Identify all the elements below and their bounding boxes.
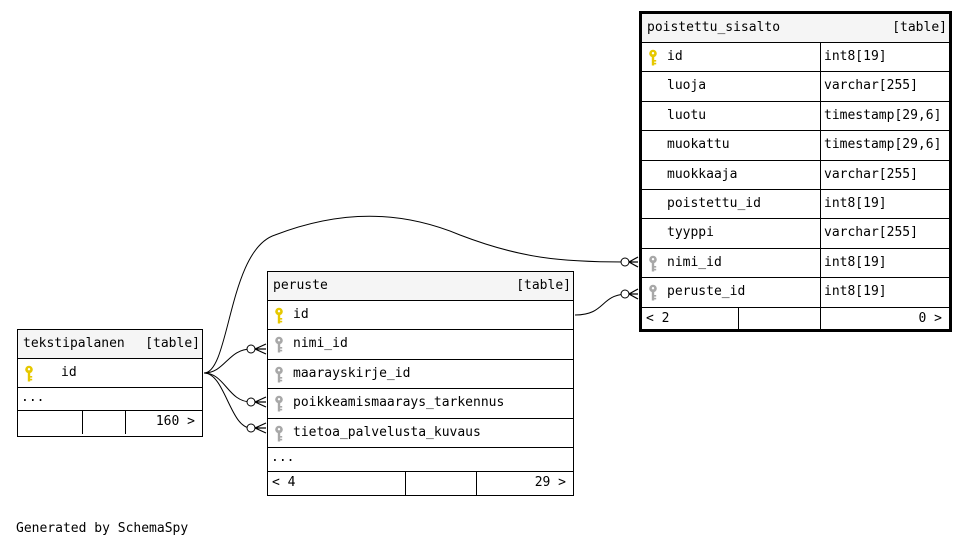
edge-tekstipalanen-peruste-tietoa	[203, 372, 252, 429]
column-name[interactable]: id	[61, 365, 77, 380]
column-row-poikkeamismaarays-tarkennus[interactable]: poikkeamismaarays_tarkennus	[268, 389, 573, 419]
edge-end-circle	[246, 397, 256, 407]
column-row-tietoa-palvelusta-kuvaus[interactable]: tietoa_palvelusta_kuvaus	[268, 419, 573, 448]
column-type: timestamp[29,6]	[824, 137, 942, 153]
primary-key-icon	[648, 49, 658, 66]
more-columns: ...	[18, 388, 202, 411]
column-name[interactable]: poistettu_id	[667, 195, 761, 211]
crowfoot-marker	[628, 288, 639, 300]
column-row-tyyppi[interactable]: tyyppi varchar[255]	[642, 219, 949, 249]
table-footer: 160 >	[18, 411, 202, 434]
column-row-id[interactable]: id	[268, 301, 573, 331]
column-name[interactable]: nimi_id	[667, 254, 722, 270]
column-name[interactable]: muokkaaja	[667, 166, 738, 182]
table-kind: [table]	[516, 278, 571, 293]
table-header: tekstipalanen [table]	[18, 330, 202, 359]
parent-count[interactable]: < 4	[272, 474, 296, 490]
column-name[interactable]: tietoa_palvelusta_kuvaus	[293, 424, 481, 440]
column-row-luoja[interactable]: luoja varchar[255]	[642, 72, 949, 102]
edge-tekstipalanen-peruste-poikkeamis	[203, 372, 252, 403]
foreign-key-icon	[274, 395, 284, 412]
crowfoot-marker	[254, 422, 267, 434]
column-name[interactable]: id	[667, 49, 683, 64]
foreign-key-icon	[274, 336, 284, 353]
table-name[interactable]: peruste	[273, 278, 328, 293]
foreign-key-icon	[274, 425, 284, 442]
edge-peruste-poistettu-peruste	[574, 293, 626, 316]
column-type: timestamp[29,6]	[824, 107, 942, 123]
column-list: id nimi_id maarayskirje_id poikkeamismaaray…	[268, 301, 573, 448]
column-name[interactable]: tyyppi	[667, 225, 714, 241]
edge-tekstipalanen-peruste-nimi	[203, 348, 252, 374]
column-type: int8[19]	[824, 195, 887, 211]
generated-by-note: Generated by SchemaSpy	[16, 521, 189, 536]
column-list: id int8[19] luoja varchar[255] luotu timestam…	[642, 43, 949, 308]
column-name[interactable]: nimi_id	[293, 336, 348, 352]
child-count[interactable]: 29 >	[534, 474, 566, 490]
child-count[interactable]: 0 >	[918, 310, 942, 326]
table-kind: [table]	[145, 336, 200, 351]
edge-end-circle	[620, 257, 630, 267]
child-count[interactable]: 160 >	[155, 414, 195, 429]
crowfoot-marker	[628, 256, 639, 268]
table-footer: < 2 0 >	[642, 307, 949, 331]
edge-end-circle	[246, 344, 256, 354]
column-row-id[interactable]: id int8[19]	[642, 43, 949, 73]
column-row-nimi-id[interactable]: nimi_id int8[19]	[642, 248, 949, 279]
table-footer: < 4 29 >	[268, 471, 573, 495]
column-name[interactable]: muokattu	[667, 137, 730, 153]
column-row-muokkaaja[interactable]: muokkaaja varchar[255]	[642, 160, 949, 190]
edge-end-circle	[620, 289, 630, 299]
edge-end-circle	[246, 423, 256, 433]
column-row-luotu[interactable]: luotu timestamp[29,6]	[642, 101, 949, 132]
ellipsis: ...	[271, 449, 295, 465]
primary-key-icon	[24, 365, 34, 382]
column-row-muokattu[interactable]: muokattu timestamp[29,6]	[642, 131, 949, 161]
column-list: id	[18, 359, 202, 388]
column-name[interactable]: luoja	[667, 78, 707, 94]
foreign-key-icon	[274, 366, 284, 383]
column-name[interactable]: maarayskirje_id	[293, 365, 411, 381]
table-poistettu-sisalto[interactable]: poistettu_sisalto [table] id int8[19] luoj…	[639, 11, 952, 332]
more-columns: ...	[268, 448, 573, 472]
column-type: int8[19]	[824, 254, 887, 270]
column-row-peruste-id[interactable]: peruste_id int8[19]	[642, 278, 949, 308]
table-header: poistettu_sisalto [table]	[642, 14, 949, 43]
crowfoot-marker	[254, 396, 267, 408]
primary-key-icon	[274, 307, 284, 324]
column-name[interactable]: id	[293, 307, 309, 322]
table-name[interactable]: tekstipalanen	[23, 336, 125, 351]
table-kind: [table]	[892, 20, 947, 35]
table-name[interactable]: poistettu_sisalto	[647, 20, 781, 35]
column-row-maarayskirje-id[interactable]: maarayskirje_id	[268, 360, 573, 390]
foreign-key-icon	[648, 284, 658, 301]
column-type: varchar[255]	[824, 166, 918, 182]
crowfoot-marker	[254, 343, 267, 355]
column-type: int8[19]	[824, 284, 887, 300]
column-name[interactable]: luotu	[667, 107, 707, 123]
table-tekstipalanen[interactable]: tekstipalanen [table] id ... 160 >	[17, 329, 203, 437]
column-row-poistettu-id[interactable]: poistettu_id int8[19]	[642, 189, 949, 220]
ellipsis: ...	[21, 390, 45, 405]
column-row-nimi-id[interactable]: nimi_id	[268, 330, 573, 360]
table-peruste[interactable]: peruste [table] id nimi_id maarayskirje_id…	[267, 271, 574, 496]
foreign-key-icon	[648, 255, 658, 272]
column-type: varchar[255]	[824, 78, 918, 94]
parent-count[interactable]: < 2	[646, 310, 670, 326]
column-name[interactable]: poikkeamismaarays_tarkennus	[293, 395, 505, 411]
column-type: int8[19]	[824, 49, 887, 64]
edge-tekstipalanen-poistettu-nimi	[203, 215, 626, 374]
table-header: peruste [table]	[268, 272, 573, 301]
column-name[interactable]: peruste_id	[667, 284, 746, 300]
column-row-id[interactable]: id	[18, 359, 202, 388]
column-type: varchar[255]	[824, 225, 918, 241]
